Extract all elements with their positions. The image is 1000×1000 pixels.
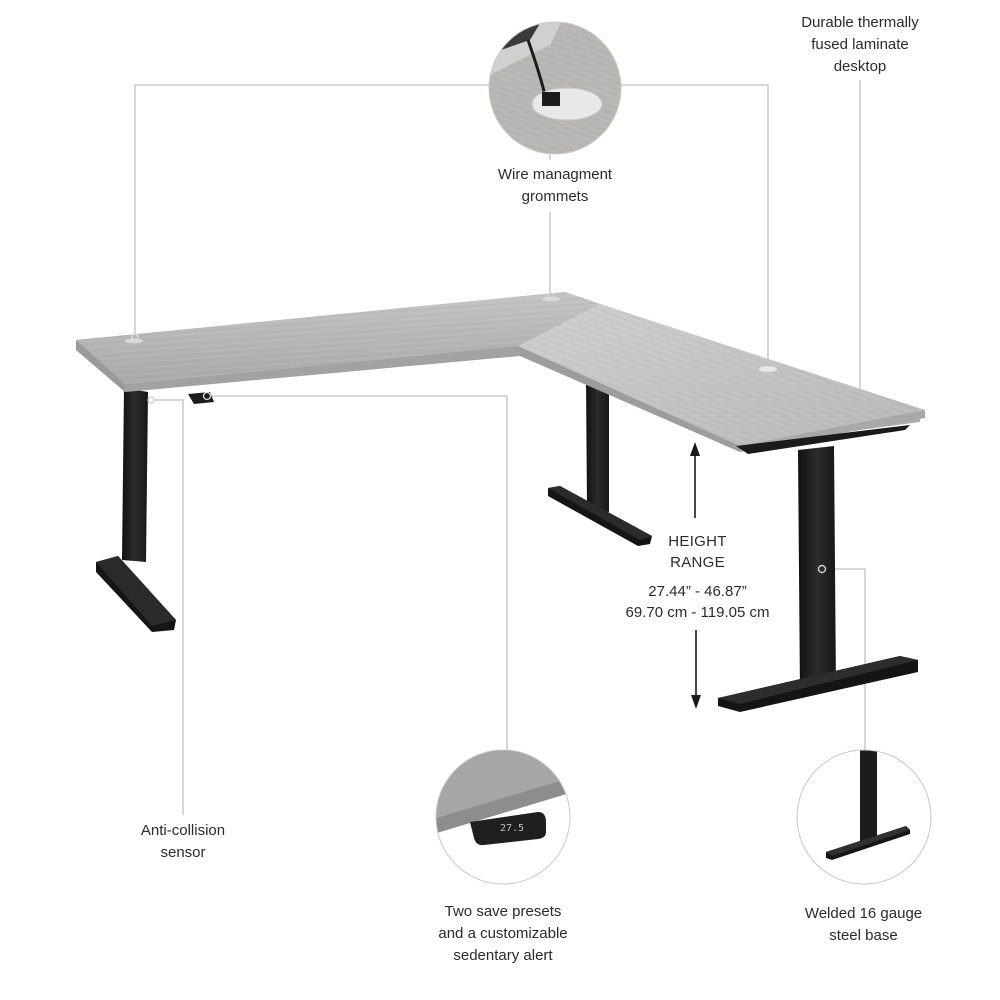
height-range-metric: 69.70 cm - 119.05 cm xyxy=(625,604,770,621)
sensor-callout-line: sensor xyxy=(160,844,206,861)
svg-text:27.5: 27.5 xyxy=(500,823,524,834)
height-arrows xyxy=(690,442,701,709)
grommets-callout-line: grommets xyxy=(521,188,589,205)
grommets-callout-line: Wire managment xyxy=(497,166,613,183)
right-leg xyxy=(718,425,918,712)
sensor-callout-line: Anti-collision xyxy=(140,822,226,839)
presets-callout-line: and a customizable xyxy=(438,925,568,942)
grommet-inset xyxy=(489,22,621,154)
leader-lines xyxy=(134,80,866,815)
base-callout-line: Welded 16 gauge xyxy=(804,905,923,922)
desktop-callout: Durable thermally fused laminate desktop xyxy=(785,12,935,78)
base-callout-line: steel base xyxy=(829,927,898,944)
desktop xyxy=(76,292,925,452)
height-range-title: RANGE xyxy=(670,554,725,571)
presets-callout-line: sedentary alert xyxy=(453,947,553,964)
desktop-callout-line: Durable thermally xyxy=(801,14,919,31)
desktop-callout-line: desktop xyxy=(833,58,887,75)
controller xyxy=(147,391,214,404)
desktop-callout-line: fused laminate xyxy=(811,36,909,53)
base-callout: Welded 16 gauge steel base xyxy=(785,903,942,947)
left-leg xyxy=(96,388,176,632)
presets-callout: Two save presets and a customizable sede… xyxy=(423,901,583,967)
sensor-callout: Anti-collision sensor xyxy=(118,820,248,864)
height-range-callout: HEIGHT RANGE 27.44” - 46.87” 69.70 cm - … xyxy=(615,531,780,623)
controller-inset: 27.5 xyxy=(436,750,570,884)
height-range-imperial: 27.44” - 46.87” xyxy=(648,583,747,600)
grommets-callout: Wire managment grommets xyxy=(475,164,635,208)
middle-leg xyxy=(548,378,652,546)
base-inset xyxy=(797,750,931,884)
presets-callout-line: Two save presets xyxy=(444,903,562,920)
height-range-title: HEIGHT xyxy=(668,533,727,550)
